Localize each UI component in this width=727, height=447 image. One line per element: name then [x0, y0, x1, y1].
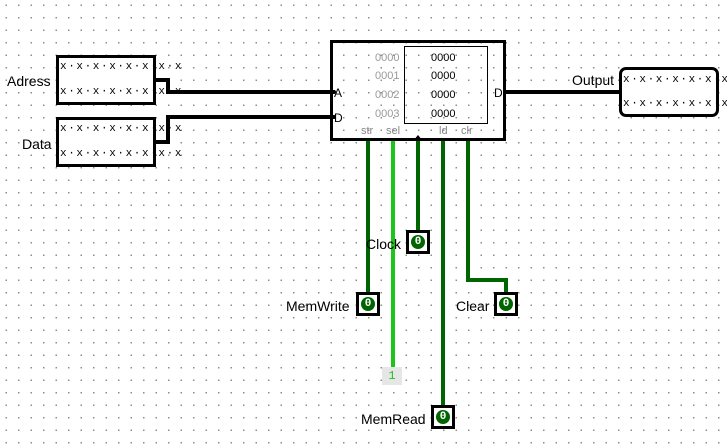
clear-input[interactable]: 0	[494, 292, 518, 316]
ram-value-0: 0000	[431, 52, 456, 64]
address-label: Adress	[7, 73, 51, 89]
ram-address-3: 0003	[375, 108, 400, 120]
ram-value-3: 0000	[431, 108, 456, 120]
ram-value-2: 0000	[431, 89, 456, 101]
data-bus-wire	[155, 115, 334, 144]
ram-port-clr: clr	[461, 125, 473, 137]
data-input-pin[interactable]: x·x·x·x·x·x·x·x x·x·x·x·x·x·x·x	[56, 117, 181, 167]
output-label: Output	[572, 72, 615, 88]
address-bits-row2: x·x·x·x·x·x·x·x	[60, 86, 184, 98]
memwrite-label: MemWrite	[286, 298, 350, 314]
clear-wire	[466, 141, 508, 292]
address-bus-wire	[155, 78, 334, 94]
ram-port-a: A	[334, 86, 343, 100]
address-bits-row1: x·x·x·x·x·x·x·x	[60, 61, 184, 73]
output-pin: x·x·x·x·x·x·x·x x·x·x·x·x·x·x·x	[619, 67, 727, 117]
clock-label: Clock	[366, 236, 402, 252]
memwrite-input[interactable]: 0	[356, 292, 380, 316]
ram-address-0: 0000	[375, 52, 400, 64]
clock-value: 0	[411, 235, 425, 249]
data-label: Data	[22, 136, 52, 152]
ram-port-d-out: D	[494, 86, 503, 100]
ram-address-1: 0001	[375, 70, 400, 82]
ram-port-ld: ld	[439, 125, 448, 137]
sel-constant[interactable]: 1	[382, 367, 402, 385]
ram-value-1: 0000	[431, 70, 456, 82]
memwrite-value: 0	[361, 297, 375, 311]
output-bits-row2: x·x·x·x·x·x·x·x	[623, 98, 727, 110]
ram-port-sel: sel	[386, 125, 401, 137]
memread-input[interactable]: 0	[431, 405, 455, 429]
memread-value: 0	[436, 410, 450, 424]
ram-address-2: 0002	[375, 89, 400, 101]
address-input-pin[interactable]: x·x·x·x·x·x·x·x x·x·x·x·x·x·x·x	[56, 55, 181, 105]
ram-port-d-in: D	[334, 111, 343, 125]
ram-component[interactable]	[330, 40, 506, 141]
memread-label: MemRead	[361, 411, 426, 427]
clear-value: 0	[499, 297, 513, 311]
output-bits-row1: x·x·x·x·x·x·x·x	[623, 74, 727, 86]
ram-contents-display	[404, 46, 488, 124]
ram-port-str: str	[361, 125, 374, 137]
clear-label: Clear	[456, 298, 490, 314]
data-bits-row1: x·x·x·x·x·x·x·x	[60, 123, 184, 135]
clock-input[interactable]: 0	[406, 230, 430, 254]
data-bits-row2: x·x·x·x·x·x·x·x	[60, 148, 184, 160]
